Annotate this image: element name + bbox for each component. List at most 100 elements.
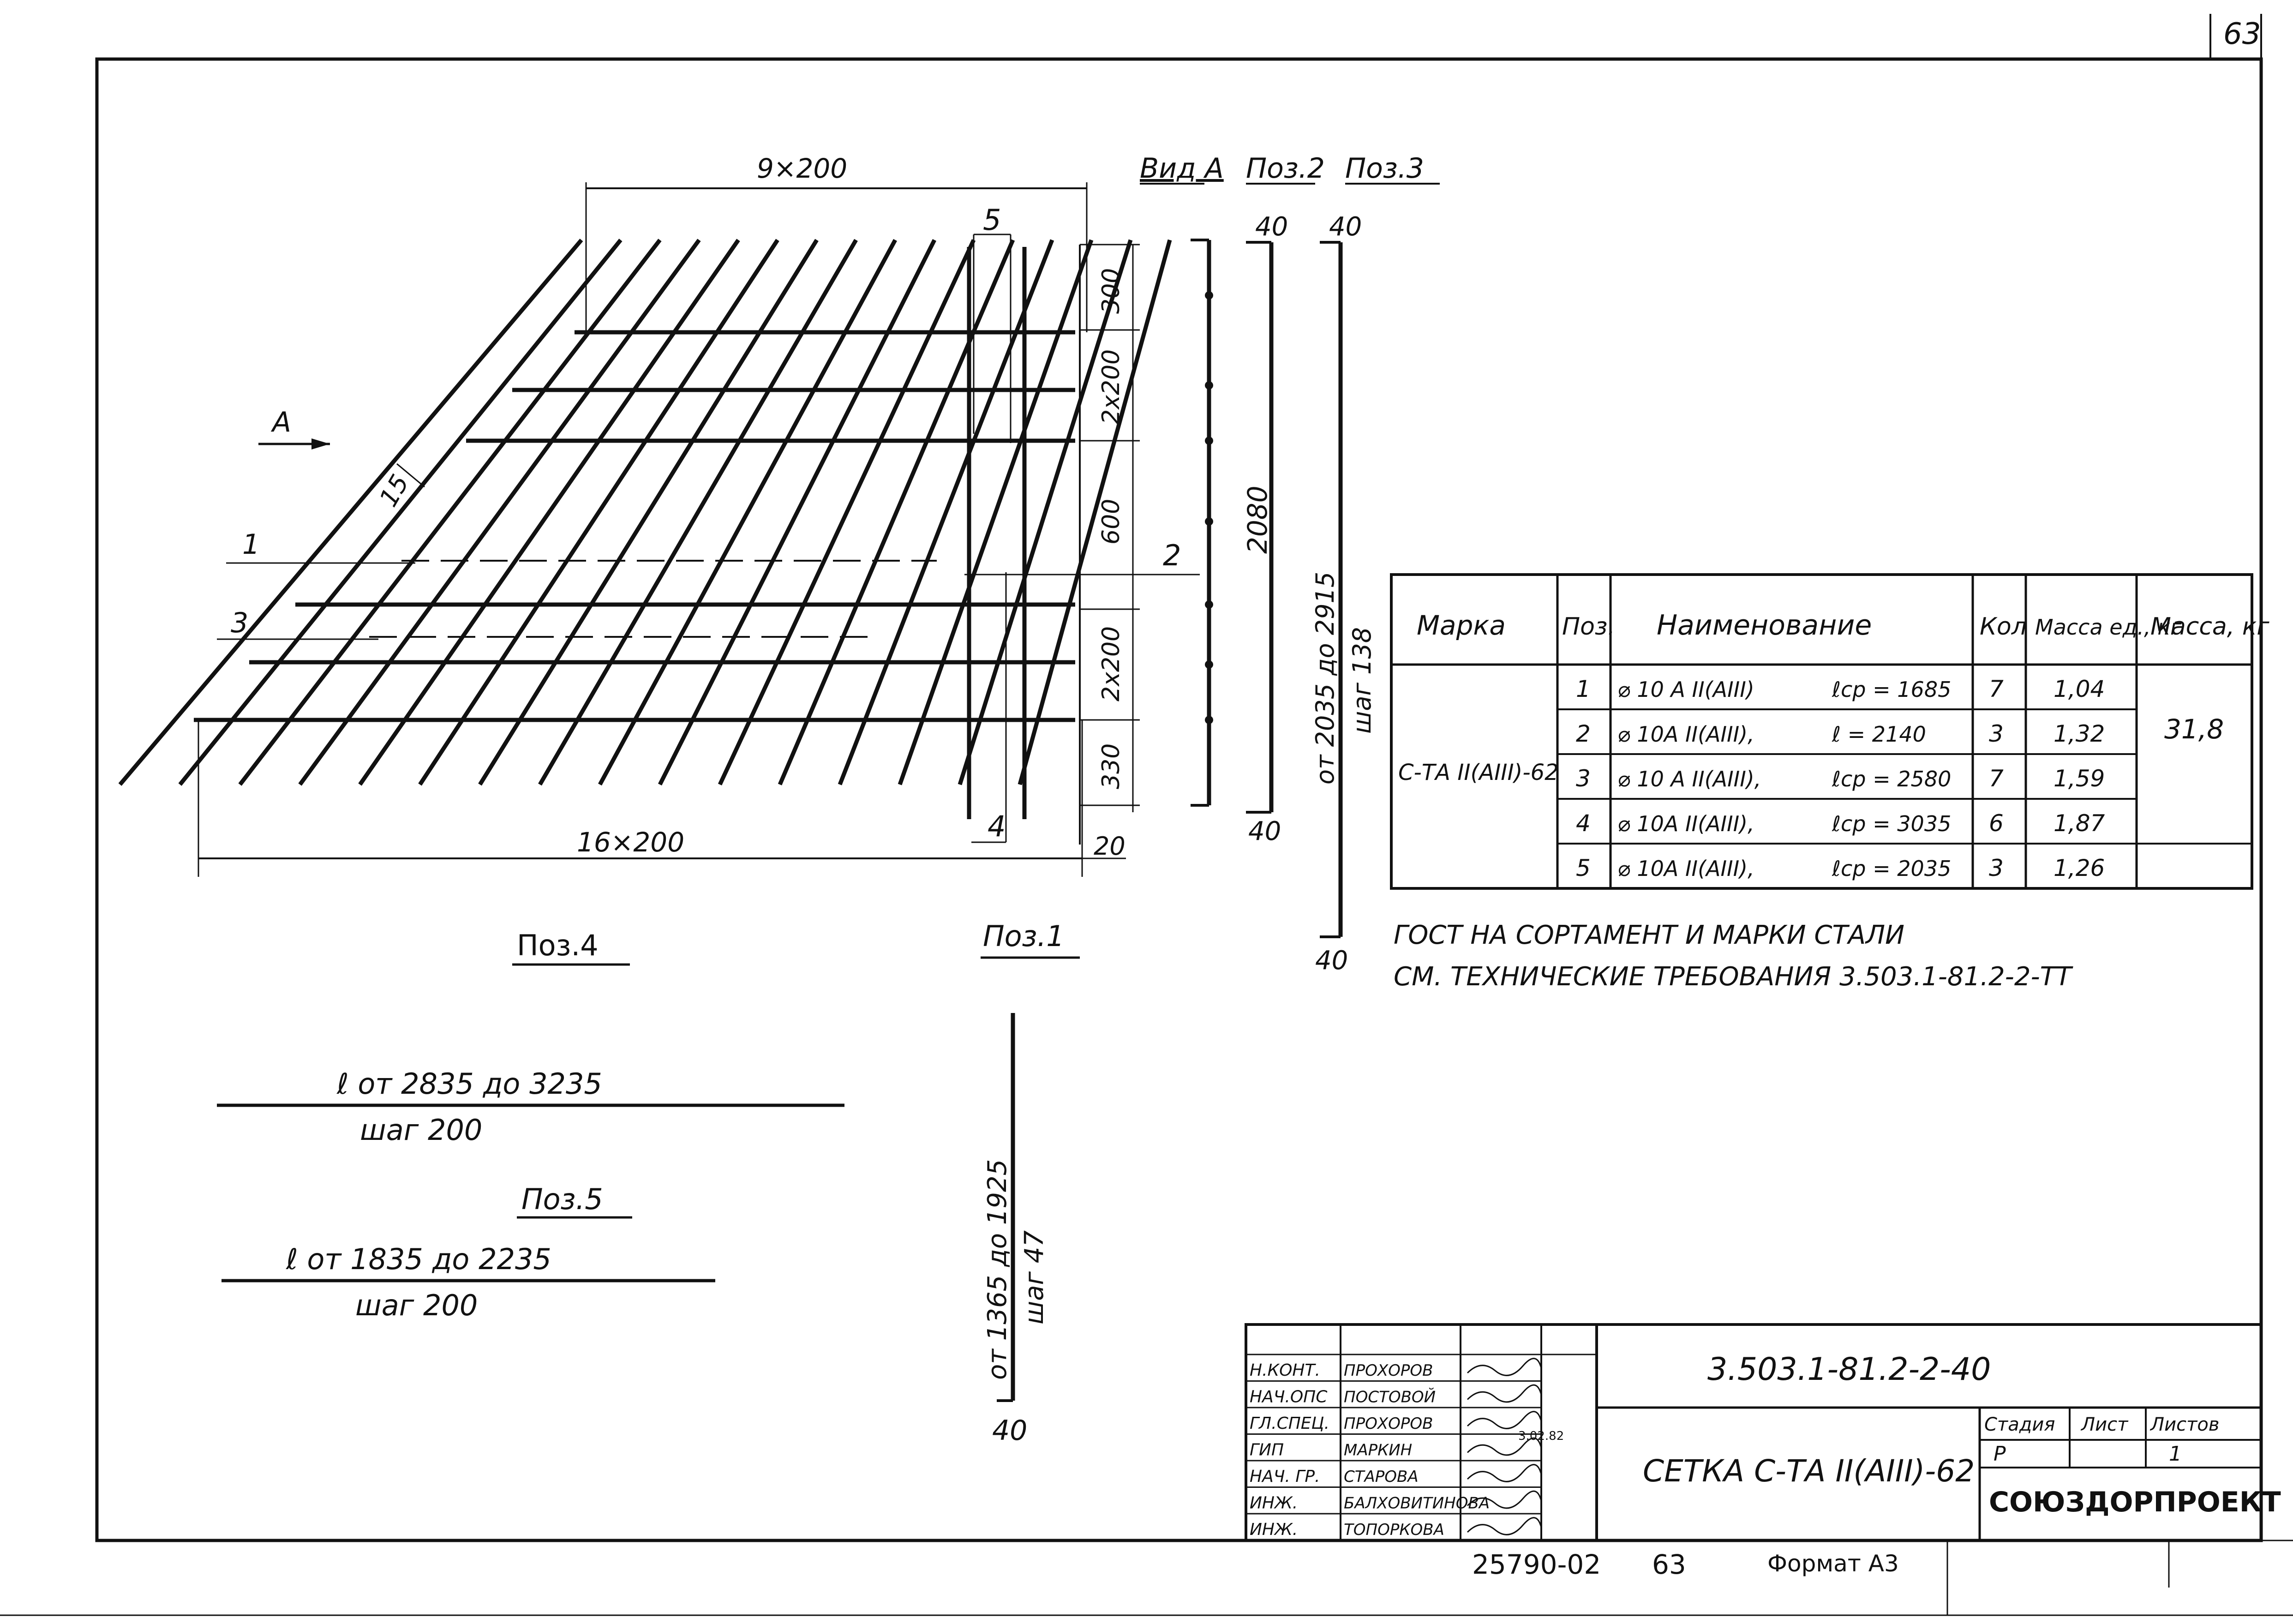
poz3-top-value: 40 [1329, 212, 1362, 242]
dim-20-label: 20 [1094, 832, 1126, 861]
signer-name: МАРКИН [1344, 1441, 1412, 1460]
dim-top-label: 9×200 [757, 153, 847, 184]
footer: 25790-02 63 Формат А3 [1472, 1549, 1899, 1580]
bar-section-dot [1205, 517, 1213, 526]
poz3-range: от 2035 до 2915 [1311, 572, 1340, 785]
signer-name: СТАРОВА [1344, 1468, 1419, 1486]
spec-row-qty: 3 [1989, 720, 2004, 747]
spec-row-name: ⌀ 10А II(АIII), [1617, 811, 1754, 836]
format-label: Формат А3 [1767, 1550, 1899, 1577]
spec-row-length: ℓ = 2140 [1832, 722, 1926, 747]
signer-role: ИНЖ. [1250, 1520, 1298, 1539]
marka-value: С-ТА II(AIII)-62 [1398, 760, 1559, 785]
spec-row-qty: 7 [1989, 765, 2004, 792]
spec-row-qty: 7 [1989, 676, 2004, 702]
view-a-label: А [270, 406, 291, 438]
page-number: 63 [2223, 17, 2261, 51]
diagonal-bar [658, 239, 937, 786]
diagonal-bar [958, 239, 1133, 785]
spec-row-length: ℓср = 1685 [1832, 677, 1951, 702]
diagonal-bar [598, 239, 897, 786]
spec-row-name: ⌀ 10А II(АIII), [1617, 722, 1754, 747]
poz1-step: шаг 47 [1019, 1230, 1049, 1324]
signer-role: НАЧ.ОПС [1250, 1388, 1328, 1407]
signer-role: ГЛ.СПЕЦ. [1250, 1414, 1329, 1433]
spec-row-name: ⌀ 10 А II(АIII) [1617, 677, 1754, 702]
dim-right-0: 300 [1097, 268, 1125, 314]
spec-table: Марка Поз. Наименование Кол Масса ед., к… [1390, 573, 2269, 890]
bar-section-dot [1205, 381, 1213, 390]
diagonal-bar [118, 239, 583, 786]
mesh-plan-view [118, 239, 1172, 819]
spec-row-qty: 3 [1989, 855, 2004, 881]
spec-row-mass: 1,87 [2054, 810, 2105, 837]
poz1-bottom-value: 40 [992, 1414, 1027, 1447]
spec-row-length: ℓср = 2035 [1832, 856, 1951, 881]
dim-right-2: 600 [1097, 499, 1125, 545]
diagonal-bar [298, 239, 701, 786]
bar-section-dot [1205, 600, 1213, 609]
poz3-step: шаг 138 [1347, 627, 1377, 734]
poz4-title: Поз.4 [517, 929, 599, 962]
bar-section-dot [1205, 291, 1213, 300]
diagonal-bar [898, 239, 1094, 785]
spec-row-poz: 2 [1576, 720, 1591, 747]
dim-right-4: 330 [1097, 743, 1125, 789]
th-marka: Марка [1417, 610, 1506, 641]
notes: ГОСТ НА СОРТАМЕНТ И МАРКИ СТАЛИ СМ. ТЕХН… [1394, 920, 2073, 992]
spec-row-name: ⌀ 10 А II(АIII), [1617, 767, 1761, 791]
diagonal-bar [718, 239, 976, 785]
signature [1467, 1464, 1542, 1482]
signer-role: ИНЖ. [1250, 1494, 1298, 1513]
signature [1467, 1490, 1542, 1509]
archive-number: 25790-02 [1472, 1549, 1601, 1580]
note-2: СМ. ТЕХНИЧЕСКИЕ ТРЕБОВАНИЯ 3.503.1-81.2-… [1394, 962, 2073, 992]
diagonal-bar [358, 239, 740, 786]
spec-row-poz: 1 [1576, 676, 1591, 702]
th-name: Наименование [1657, 609, 1872, 641]
spec-row-length: ℓср = 2580 [1832, 767, 1951, 791]
signature [1467, 1358, 1542, 1376]
th-qty: Кол [1980, 613, 2027, 641]
dim-right-3: 2х200 [1097, 626, 1125, 701]
bar-section-dot [1205, 716, 1213, 724]
poz5-step: шаг 200 [355, 1288, 478, 1322]
bar-1-label: 1 [242, 528, 260, 561]
signer-role: ГИП [1250, 1441, 1284, 1460]
drawing-title: СЕТКА С-ТА II(АIII)-62 [1643, 1453, 1975, 1489]
note-1: ГОСТ НА СОРТАМЕНТ И МАРКИ СТАЛИ [1394, 920, 1904, 950]
spec-row-qty: 6 [1989, 810, 2004, 837]
diagonal-bar [538, 239, 858, 786]
stage-value: Р [1994, 1442, 2006, 1466]
bar-section-dot [1205, 660, 1213, 669]
signature [1467, 1437, 1542, 1456]
poz1-title: Поз.1 [983, 919, 1065, 953]
poz2-title: Поз.2 [1246, 152, 1325, 185]
spec-row-length: ℓср = 3035 [1832, 811, 1951, 836]
signer-role: Н.КОНТ. [1250, 1361, 1320, 1380]
dim-right-1: 2х200 [1097, 349, 1125, 425]
sheets-header: Листов [2149, 1414, 2219, 1435]
signature [1467, 1517, 1542, 1535]
spec-row-mass: 1,59 [2054, 765, 2105, 792]
diagonal-bar [1018, 239, 1172, 785]
th-mass-unit: Масса ед., кг [2035, 615, 2182, 640]
signature [1467, 1384, 1542, 1403]
total-mass: 31,8 [2164, 713, 2224, 745]
drawing-code: 3.503.1-81.2-2-40 [1707, 1351, 1991, 1388]
poz4-length: ℓ от 2835 до 3235 [336, 1067, 602, 1101]
spec-row-mass: 1,04 [2054, 676, 2105, 702]
dim-4-label: 4 [988, 809, 1006, 843]
stage-header: Стадия [1984, 1414, 2055, 1435]
signer-name: ПРОХОРОВ [1344, 1361, 1433, 1380]
spec-row-poz: 3 [1576, 765, 1591, 792]
sheet-header: Лист [2080, 1414, 2129, 1435]
spec-row-name: ⌀ 10А II(АIII), [1617, 856, 1754, 881]
view-a-title: Вид А [1140, 152, 1224, 185]
signer-name: БАЛХОВИТИНОВА [1344, 1494, 1490, 1513]
spec-row-mass: 1,26 [2054, 855, 2105, 881]
diagonal-bar [478, 239, 819, 786]
signer-role: НАЧ. ГР. [1250, 1467, 1320, 1486]
